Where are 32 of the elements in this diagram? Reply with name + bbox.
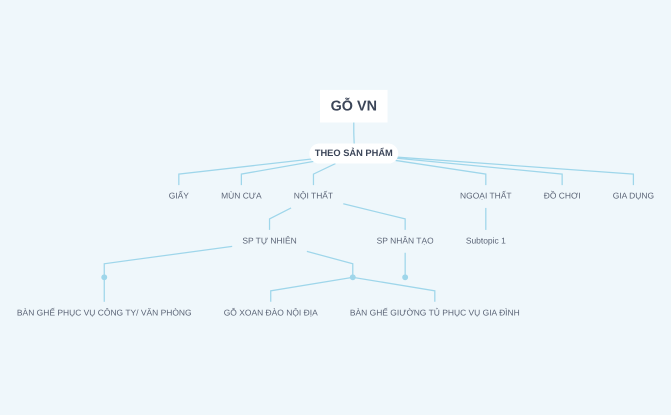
connector [353,122,355,144]
connector [398,156,634,186]
node-text: GỖ XOAN ĐÀO NỘI ĐỊA [224,308,318,318]
node-box: GỖ VN [320,90,388,122]
connector [240,160,314,186]
connector [306,250,354,275]
connector [178,158,312,186]
node-text: BÀN GHẾ PHỤC VỤ CÔNG TY/ VĂN PHÒNG [16,308,192,318]
connector [268,207,292,230]
connector [270,277,350,302]
connector [485,208,486,230]
node-text: GIẤY [168,192,189,202]
node-text: SP TỰ NHIÊN [242,236,297,246]
node-text: GIA DỤNG [612,192,654,202]
connector [343,203,406,230]
connector [355,277,436,302]
node-text: MÙN CƯA [221,192,262,202]
connector [404,252,406,275]
connector [104,246,232,275]
connector [397,158,563,186]
node-circle [350,274,356,280]
node-text: Subtopic 1 [466,236,506,246]
node-circle [402,274,408,280]
connector [396,160,486,186]
node-circle [101,274,108,280]
node-text: ĐỒ CHƠI [544,192,581,202]
node-text: NGOẠI THẤT [460,192,512,202]
node-text: NỘI THẤT [294,192,334,202]
connector [312,162,336,186]
node-text: BÀN GHẾ GIƯỜNG TỦ PHỤC VỤ GIA ĐÌNH [350,308,520,318]
node-text: SP NHÂN TẠO [376,236,434,246]
connector [104,280,105,302]
